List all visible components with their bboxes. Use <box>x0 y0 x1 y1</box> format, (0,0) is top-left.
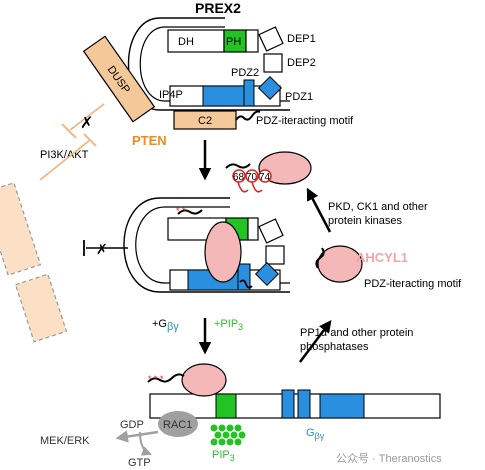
svg-text:✗: ✗ <box>96 241 108 257</box>
dep1-label: DEP1 <box>287 33 316 45</box>
inhibition-line-top <box>69 103 105 131</box>
ph-domain-bottom <box>215 393 237 419</box>
membrane-dashed-pten <box>0 133 97 343</box>
gby-add: +Gβγ <box>152 318 179 333</box>
dep2-label: DEP2 <box>287 57 316 69</box>
rac1-cycle: RAC1 GDP GTP MEK/ERK <box>40 411 198 469</box>
ahcyl1-ellipse-top <box>258 151 312 185</box>
dep2-domain <box>263 53 283 73</box>
linear-bar <box>149 393 441 419</box>
arrow-kinases <box>306 187 332 233</box>
ahcyl1-ellipse-free <box>317 245 363 283</box>
arrow-mek-erk <box>115 430 159 443</box>
pten-protein: DUSP C2 PTEN <box>82 35 237 148</box>
mek-erk-label: MEK/ERK <box>40 435 90 447</box>
phospho-70: 70 <box>246 172 258 183</box>
gdp-label: GDP <box>120 419 144 431</box>
ip4p-blue-bottom <box>319 393 365 419</box>
svg-text:* *: * * <box>176 206 186 216</box>
block-x-top: ✗ <box>80 115 93 132</box>
svg-text:* * *: * * * <box>148 374 164 384</box>
kinases-line1: PKD, CK1 and other <box>328 201 428 213</box>
ahcyl1-phospho: 68 70 74 <box>225 151 312 193</box>
pdz-motif-label-top: PDZ-iteracting motif <box>256 115 354 127</box>
pi3k-akt-label: PI3K/AKT <box>40 149 89 161</box>
top-complex: DH PH DEP1 DEP2 PREX2 PDZ2 PDZ1 IP4P DUS… <box>40 0 354 161</box>
dh-label: DH <box>178 36 194 48</box>
bottom-linear-prex2: * * * PIP3 Gβγ <box>147 363 441 463</box>
ip4p-label: IP4P <box>159 89 183 101</box>
pip3-add: +PIP3 <box>214 318 243 332</box>
pdz-blue-bottom-a <box>281 389 295 419</box>
ahcyl1-ellipse-mid <box>204 221 242 283</box>
dusp-domain <box>82 35 156 123</box>
kinases-line2: protein kinases <box>328 215 402 227</box>
rac1-ellipse <box>158 411 198 437</box>
pdz-motif-label-mid: PDZ-iteracting motif <box>364 278 462 290</box>
dep1-domain <box>258 26 284 52</box>
pdz2-label: PDZ2 <box>231 67 259 79</box>
pip3-bottom-label: PIP3 <box>212 449 235 463</box>
pdz2-domain <box>243 79 255 107</box>
pdz-motif-tail-top <box>235 110 261 121</box>
middle-complex: * * ✗ <box>83 197 290 293</box>
pdz-blue-bottom-b <box>297 389 311 419</box>
pdz1-label: PDZ1 <box>285 91 313 103</box>
rac1-label: RAC1 <box>163 419 192 431</box>
prex2-title: PREX2 <box>195 0 241 16</box>
phosphatases-line1: PP1α and other protein <box>300 327 413 339</box>
arrow-phosphatases <box>299 320 332 363</box>
ahcyl1-label: AHCYL1 <box>356 250 408 265</box>
ph-label: PH <box>226 36 241 48</box>
watermark: 公众号 · Theranostics <box>336 452 442 465</box>
dh-domain <box>167 29 225 53</box>
phospho-74: 74 <box>259 172 271 183</box>
gtp-label: GTP <box>128 457 151 469</box>
pten-label: PTEN <box>132 133 167 148</box>
ahcyl1-free: AHCYL1 PDZ-iteracting motif <box>315 245 462 290</box>
ahcyl1-ellipse-bottom <box>181 363 227 397</box>
pip3-dots <box>210 424 246 446</box>
phosphatases-line2: phosphatases <box>300 341 369 353</box>
gby-bottom-label: Gβγ <box>306 427 325 441</box>
c2-label: C2 <box>198 115 212 127</box>
phospho-68: 68 <box>233 172 245 183</box>
pdz1-domain <box>257 75 283 101</box>
